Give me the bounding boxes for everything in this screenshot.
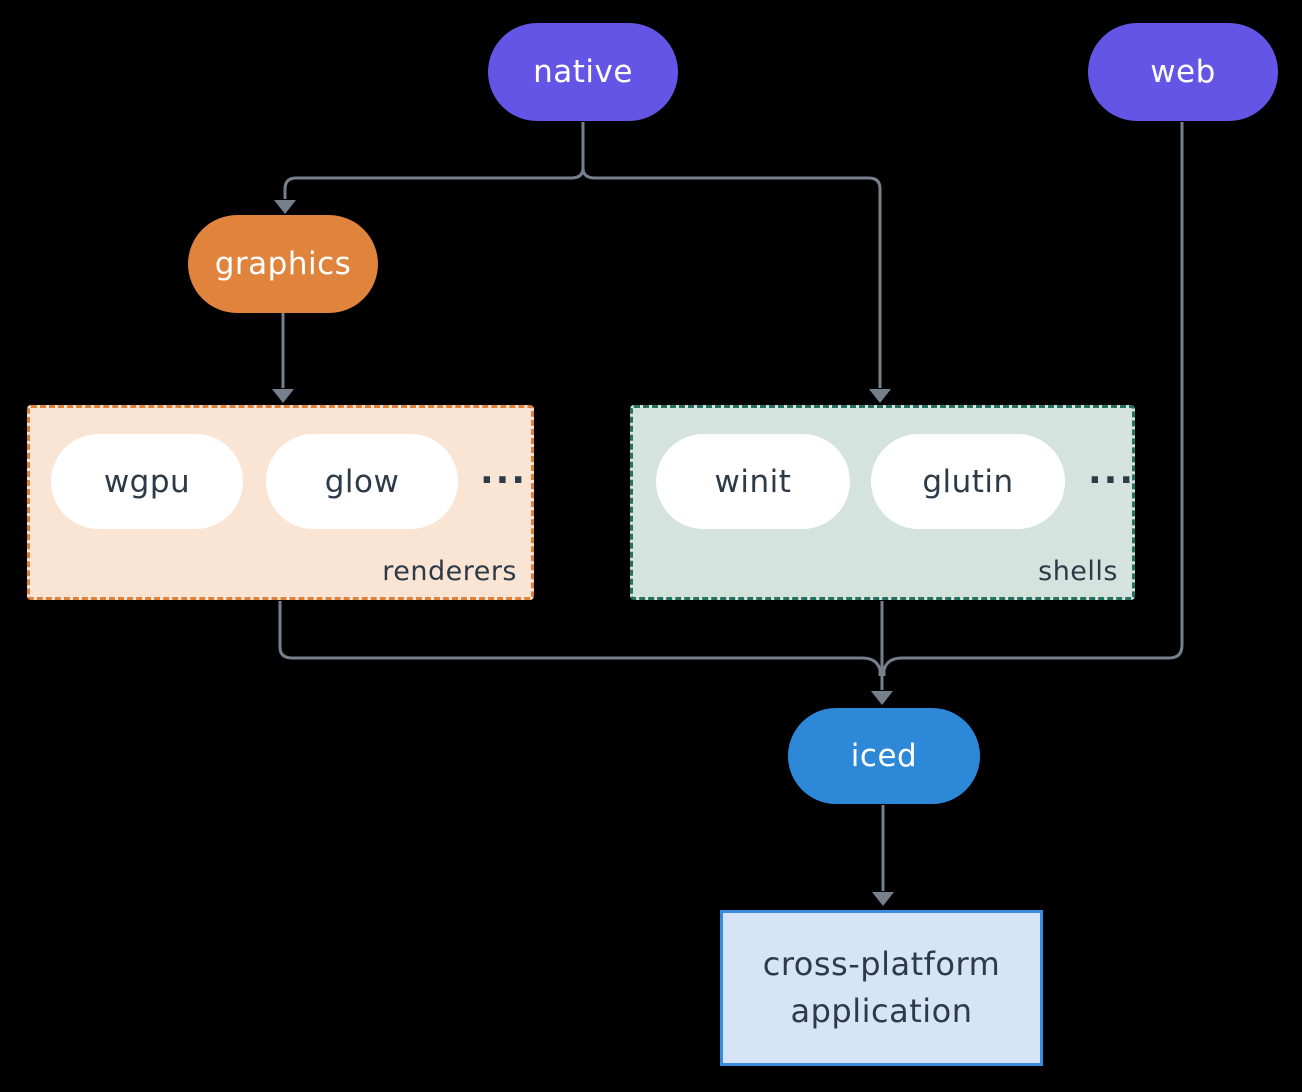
edge-native-graphics [283,122,585,199]
node-web-label: web [1150,54,1216,90]
node-winit-label: winit [714,463,792,500]
node-glow: glow [266,434,458,529]
node-glutin: glutin [871,434,1065,529]
group-shells: winit glutin ... shells [630,405,1135,600]
node-winit: winit [656,434,850,529]
arrowhead-into-app [872,892,894,906]
node-iced: iced [788,708,980,804]
node-graphics: graphics [188,215,378,313]
edge-native-shells [581,122,882,388]
node-graphics-label: graphics [214,246,352,282]
node-web: web [1088,23,1278,121]
arrowhead-into-graphics [274,200,296,214]
node-native-label: native [533,54,633,90]
node-iced-label: iced [850,738,918,774]
shells-ellipsis: ... [1088,451,1136,492]
node-wgpu: wgpu [51,434,243,529]
shells-group-label: shells [1038,556,1118,587]
node-native: native [488,23,678,121]
node-wgpu-label: wgpu [103,463,191,500]
application-label-line1: cross-platform [762,945,1001,983]
renderers-group-label: renderers [382,556,517,587]
group-renderers: wgpu glow ... renderers [27,405,534,600]
edge-renderers-iced [278,601,882,676]
node-glutin-label: glutin [922,463,1014,500]
arrowhead-into-shells [869,389,891,403]
node-glow-label: glow [324,463,400,500]
renderers-ellipsis: ... [480,451,528,492]
node-application: cross-platform application [720,910,1043,1066]
arrowhead-into-renderers [272,389,294,403]
application-label-line2: application [790,992,973,1030]
arrowhead-into-iced [871,691,893,705]
